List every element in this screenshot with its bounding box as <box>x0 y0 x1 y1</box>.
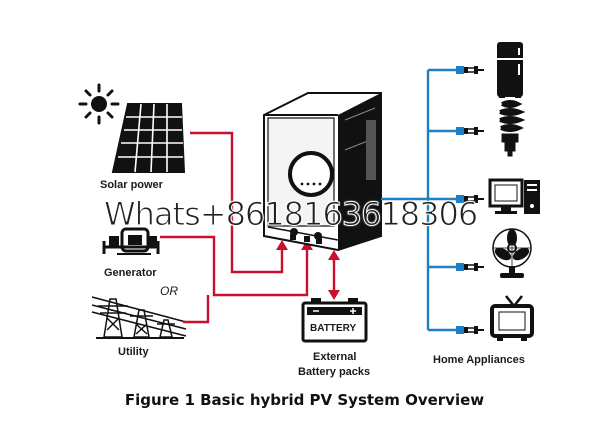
computer-icon <box>488 178 540 214</box>
plug-icon <box>456 195 484 203</box>
battery-label-line2: Battery packs <box>298 366 371 378</box>
output-connection-lines <box>381 68 460 332</box>
battery-box-label: BATTERY <box>310 323 357 334</box>
solar-power-label: Solar power <box>100 179 163 191</box>
plug-icons <box>456 66 484 334</box>
or-label: OR <box>160 284 178 298</box>
battery-label-line1: External <box>313 351 357 363</box>
home-appliances-label: Home Appliances <box>433 354 525 366</box>
plug-icon <box>456 263 484 271</box>
sun-icon <box>78 83 120 125</box>
watermark-text: Whats+8618163618306 <box>103 195 478 234</box>
tv-icon <box>490 295 534 341</box>
utility-tower-icon <box>91 296 187 339</box>
generator-label: Generator <box>104 267 157 279</box>
plug-icon <box>456 326 484 334</box>
fan-icon <box>492 228 532 278</box>
solar-panel-icon <box>111 103 186 173</box>
battery-connection-arrow <box>328 250 340 300</box>
generator-icon <box>102 227 160 255</box>
refrigerator-icon <box>497 42 523 98</box>
utility-label: Utility <box>118 346 149 358</box>
plug-icon <box>456 66 484 74</box>
inverter-icon <box>263 92 382 252</box>
input-connection-lines <box>160 131 309 324</box>
bulb-icon <box>499 100 526 157</box>
battery-icon <box>301 298 368 343</box>
plug-icon <box>456 127 484 135</box>
figure-caption: Figure 1 Basic hybrid PV System Overview <box>124 391 485 409</box>
